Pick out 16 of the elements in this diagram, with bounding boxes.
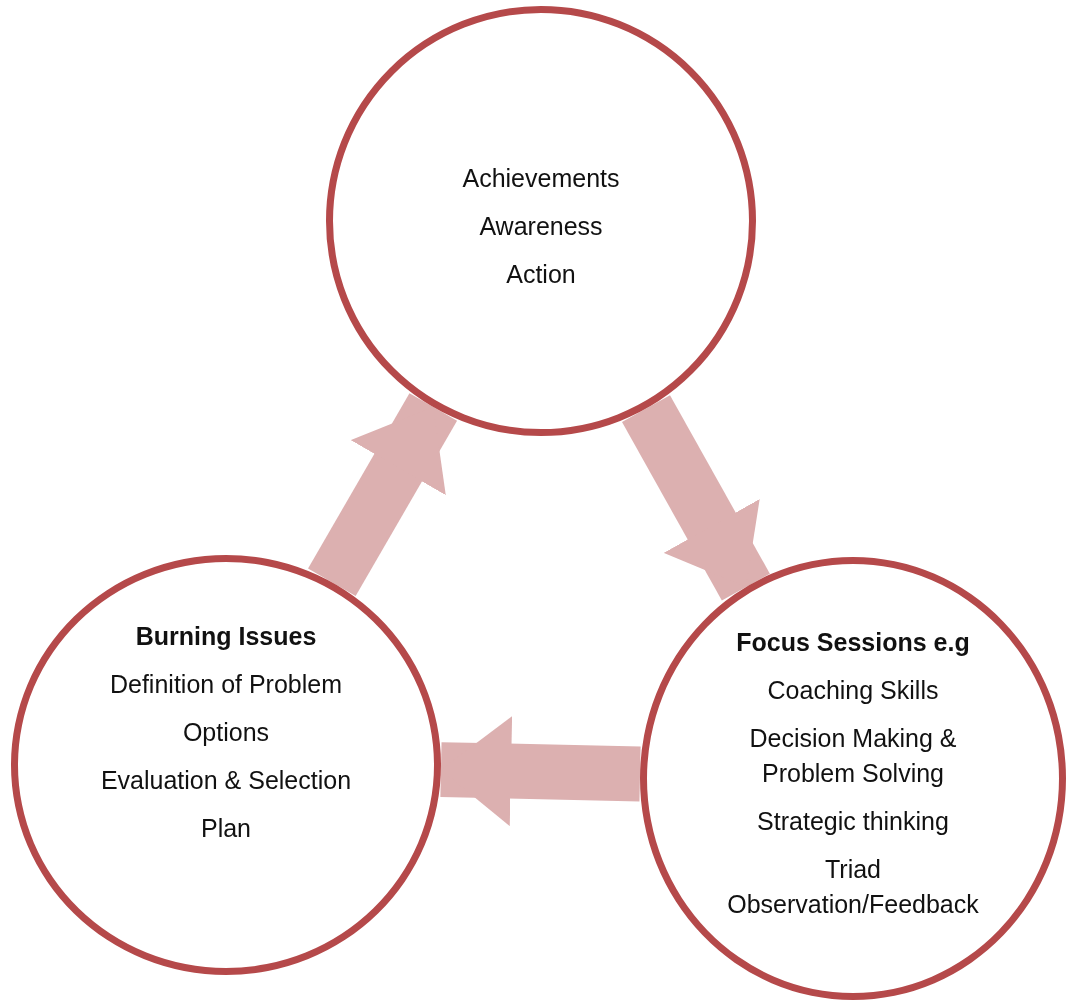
node-text: Achievements: [462, 163, 620, 194]
node-text: Plan: [200, 813, 251, 844]
block-arrow: [622, 395, 770, 601]
node-text: Triad Observation/Feedback: [726, 854, 980, 920]
node-text: Definition of Problem: [109, 669, 343, 700]
node-text: Decision Making & Problem Solving: [748, 723, 958, 789]
node-text: Evaluation & Selection: [100, 765, 352, 796]
node-text: Focus Sessions e.g: [736, 627, 970, 658]
block-arrow: [440, 716, 641, 827]
node-text: Burning Issues: [135, 621, 317, 652]
node-text: Strategic thinking: [757, 806, 949, 837]
node-text: Coaching Skills: [767, 675, 939, 706]
node-text: Action: [506, 259, 576, 290]
block-arrow: [308, 393, 458, 596]
node-text: Options: [182, 717, 270, 748]
node-text: Awareness: [479, 211, 603, 242]
